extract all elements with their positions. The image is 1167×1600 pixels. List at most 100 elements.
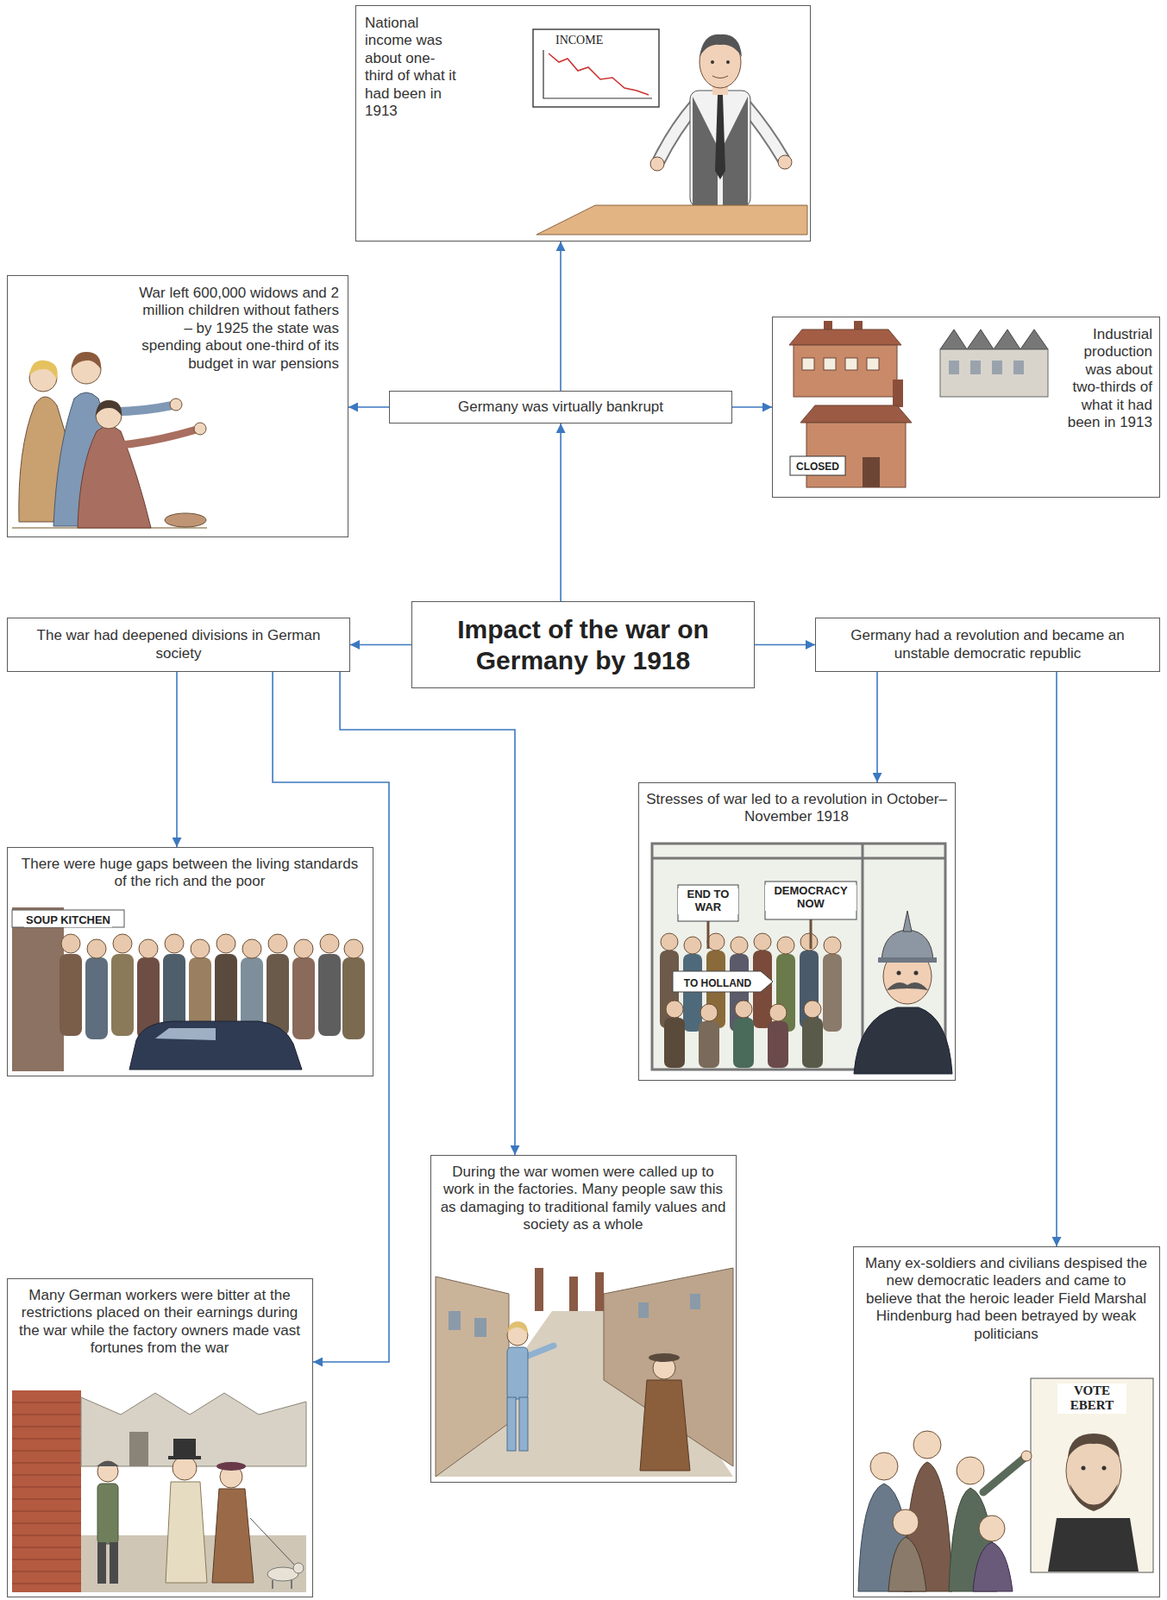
- workers-and-owners-scene-part: [165, 1481, 208, 1583]
- workers-and-owners-scene-part: [212, 1488, 254, 1583]
- income-chart: [533, 29, 659, 107]
- factory-street-scene: [435, 1267, 734, 1477]
- poster-mockery-scene-part: [913, 1430, 942, 1459]
- soup-kitchen-crowd-part: [342, 957, 365, 1040]
- node-text: There were huge gaps between the living …: [14, 855, 365, 891]
- factory-buildings-part: [845, 357, 858, 371]
- bitter-workers-panel: Many German workers were bitter at the r…: [6, 1278, 314, 1598]
- revolution-scene-part: [903, 910, 912, 932]
- poster-mockery-scene-part: [888, 1537, 927, 1592]
- speaker-figure-part: [712, 75, 728, 79]
- label-holder: INCOME: [553, 31, 640, 48]
- workers-and-owners-scene-part: [250, 1518, 295, 1566]
- soup-kitchen-crowd-part: [319, 934, 339, 954]
- factory-buildings-part: [940, 349, 1048, 397]
- poster-mockery-scene-part: [1067, 1433, 1120, 1458]
- speaker-figure-part: [710, 60, 715, 64]
- workers-and-owners-scene-part: [81, 1392, 307, 1467]
- node-text: Industrial production was about two-thir…: [1059, 326, 1153, 432]
- node-text: Impact of the war on Germany by 1918: [422, 614, 744, 676]
- soup-kitchen-crowd-part: [294, 939, 314, 959]
- revolution-scene-part: [886, 982, 929, 991]
- node-text: The war had deepened divisions in German…: [18, 627, 339, 663]
- divisions-box: The war had deepened divisions in German…: [6, 617, 351, 672]
- factory-street-scene-part: [638, 1302, 649, 1318]
- arrow-connector: [559, 423, 562, 602]
- poster-mockery-scene-part: [892, 1509, 919, 1536]
- factory-buildings-part: [790, 456, 846, 476]
- poster-mockery-scene-part: [1047, 1518, 1139, 1572]
- widows-figures-part: [164, 513, 207, 528]
- factory-street-scene-part: [507, 1347, 528, 1400]
- poster-mockery-scene-part: [1030, 1378, 1154, 1573]
- revolution-scene-part: [672, 971, 773, 992]
- label-holder: VOTE EBERT: [1057, 1383, 1127, 1414]
- factory-street-scene-part: [507, 1321, 528, 1334]
- soup-kitchen-crowd-part: [61, 934, 81, 954]
- workers-and-owners-scene-part: [97, 1542, 107, 1584]
- revolution-scene-part: [683, 936, 702, 954]
- arrow-connector: [876, 671, 879, 783]
- revolution-scene-part: [664, 1017, 685, 1068]
- revolution-scene-part: [698, 1021, 720, 1068]
- speaker-figure-part: [650, 156, 665, 171]
- sign-text: CLOSED: [794, 461, 841, 474]
- poster-mockery-scene-part: [956, 1456, 985, 1485]
- workers-and-owners-scene-part: [216, 1461, 246, 1471]
- women-workers-panel: During the war women were called up to w…: [430, 1154, 737, 1483]
- revolution-scene-part: [914, 971, 919, 976]
- node-text: Many ex-soldiers and civilians despised …: [861, 1254, 1151, 1343]
- widows-figures-part: [95, 400, 122, 416]
- revolution-scene-part: [777, 936, 795, 954]
- workers-and-owners-scene-part: [97, 1461, 119, 1482]
- arrow-connector: [559, 241, 562, 391]
- node-text: National income was about one-third of w…: [364, 14, 462, 120]
- soup-kitchen-crowd-part: [292, 957, 315, 1040]
- node-text: War left 600,000 widows and 2 million ch…: [133, 284, 339, 373]
- revolution-scene-part: [734, 1000, 753, 1018]
- factory-street-scene-part: [648, 1353, 680, 1362]
- workers-and-owners-scene-part: [129, 1431, 149, 1467]
- workers-and-owners-scene-part: [173, 1438, 196, 1458]
- arrow-connector: [348, 406, 389, 408]
- soup-kitchen-crowd-part: [59, 953, 82, 1036]
- bankrupt-box: Germany was virtually bankrupt: [389, 390, 733, 424]
- sign-text: TO HOLLAND: [682, 978, 753, 991]
- factory-buildings-part: [789, 329, 902, 346]
- revolution-scene-part: [730, 936, 748, 954]
- workers-and-owners-scene-part: [12, 1390, 82, 1593]
- factory-buildings-part: [940, 329, 1048, 350]
- poster-mockery-scene-part: [972, 1542, 1013, 1592]
- revolution-scene-part: [800, 933, 818, 951]
- poster-mockery-scene: [858, 1378, 1154, 1592]
- factory-buildings-part: [1013, 360, 1024, 375]
- living-standards-panel: There were huge gaps between the living …: [6, 847, 374, 1077]
- poster-mockery-scene-part: [978, 1515, 1005, 1542]
- poster-text: VOTE EBERT: [1057, 1383, 1127, 1414]
- revolution-scene-part: [823, 936, 841, 954]
- revolution-scene-part: [802, 1017, 823, 1068]
- node-text: Germany had a revolution and became an u…: [826, 627, 1149, 663]
- revolution-scene-part: [765, 881, 857, 920]
- central-topic-box: Impact of the war on Germany by 1918: [411, 601, 755, 689]
- revolution-scene-part: [878, 957, 937, 963]
- revolution-panel: Stresses of war led to a revolution in O…: [638, 782, 956, 1081]
- workers-and-owners-scene-part: [109, 1542, 119, 1584]
- factory-street-scene-part: [595, 1272, 604, 1312]
- soup-kitchen-crowd-part: [318, 953, 341, 1036]
- label-holder: SOUP KITCHEN: [12, 911, 125, 928]
- factory-street-scene-part: [435, 1276, 509, 1477]
- arrow-connector: [732, 406, 772, 408]
- soup-kitchen-crowd-part: [112, 934, 132, 954]
- factory-street-scene-part: [534, 1267, 544, 1312]
- widows-figures: [12, 351, 208, 528]
- node-text: Germany was virtually bankrupt: [458, 398, 664, 416]
- arrow-connector: [754, 644, 816, 647]
- soup-kitchen-crowd: [12, 907, 365, 1072]
- soup-kitchen-crowd-part: [87, 939, 107, 959]
- speaker-figure-part: [692, 96, 718, 206]
- soup-kitchen-crowd-part: [190, 939, 210, 959]
- speaker-figure-part: [699, 34, 742, 57]
- speaker-figure-part: [722, 96, 748, 206]
